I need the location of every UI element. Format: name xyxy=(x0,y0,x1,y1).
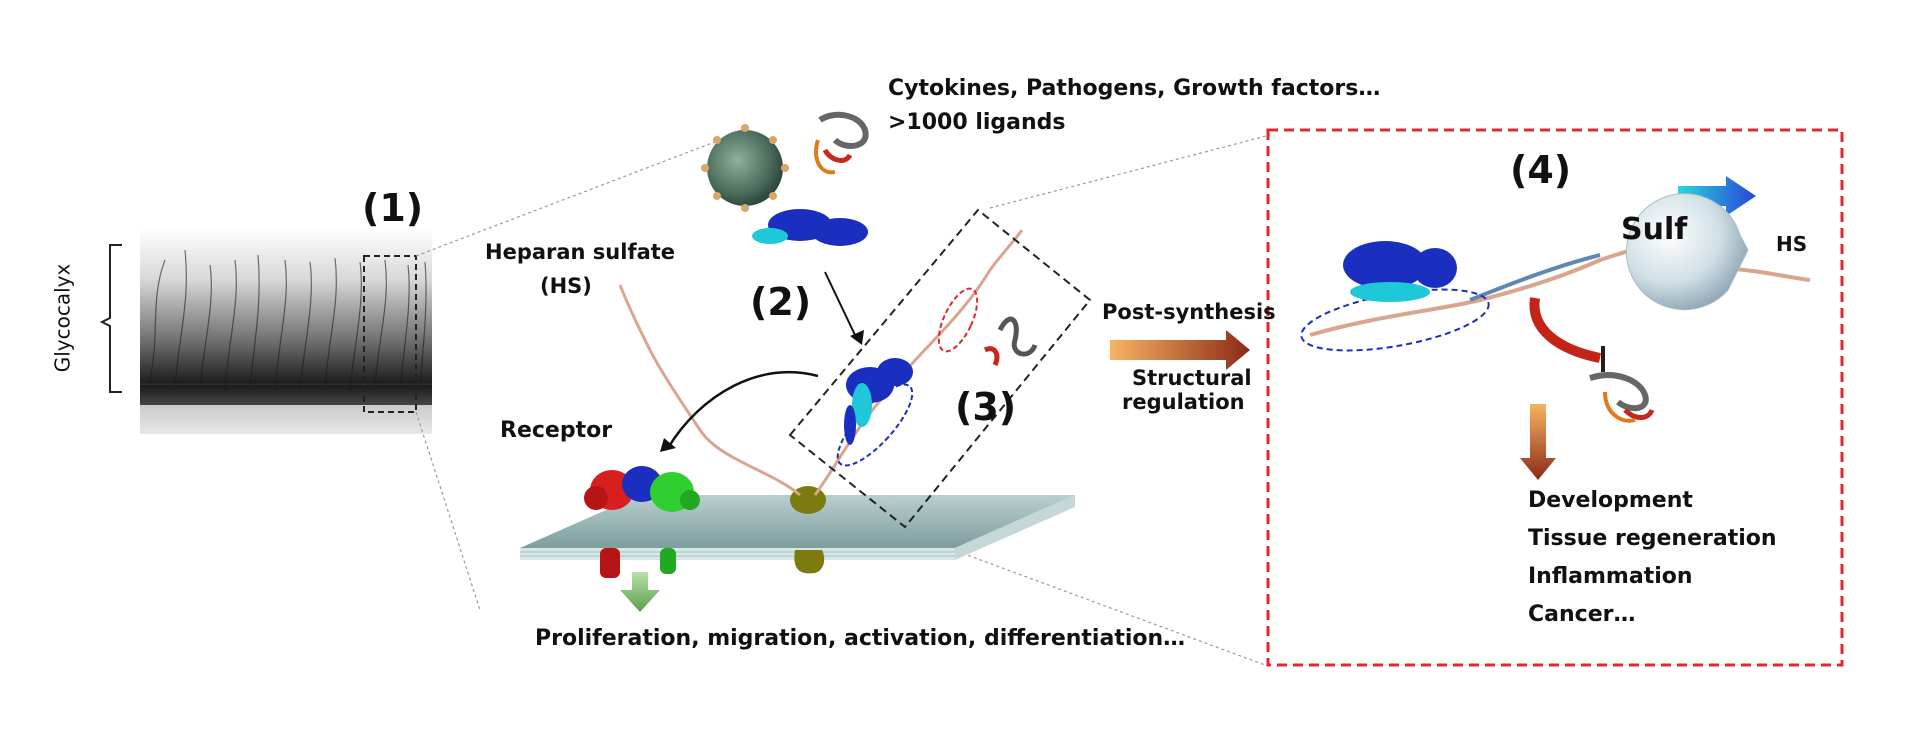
hs-chain-left xyxy=(618,284,801,497)
glycocalyx-label: Glycocalyx xyxy=(50,263,75,373)
receptor-complex xyxy=(584,466,700,578)
binding-site-red xyxy=(937,287,979,353)
panel3-number: (3) xyxy=(955,385,1017,429)
glycocalyx-label-wrapper: Glycocalyx xyxy=(50,230,100,410)
glycocalyx-brace xyxy=(99,244,122,393)
structural-label: Structural xyxy=(1132,366,1252,390)
cell-membrane xyxy=(520,495,1075,560)
binding-site-p4 xyxy=(1300,288,1490,352)
cytokine-ribbon-p3 xyxy=(983,316,1038,367)
outcome-item: Cancer… xyxy=(1528,602,1636,627)
ligand-text-line1: Cytokines, Pathogens, Growth factors… xyxy=(888,76,1381,101)
growth-factor-top xyxy=(752,209,868,246)
outcome-item: Inflammation xyxy=(1528,564,1693,589)
virus-ligand xyxy=(701,124,789,212)
growth-factor-p4 xyxy=(1343,241,1457,302)
hs-label-panel4: HS xyxy=(1776,232,1808,256)
sulf-label: Sulf xyxy=(1621,212,1688,247)
outcome-arrow xyxy=(1520,404,1556,480)
panel2-number: (2) xyxy=(750,280,812,324)
hs-label-line2: (HS) xyxy=(540,274,592,298)
outcome-item: Development xyxy=(1528,488,1693,513)
hs-chain-right xyxy=(813,229,1024,496)
signal-arrow xyxy=(660,370,819,452)
zoom-box-panel3 xyxy=(788,208,1092,529)
signaling-arrow xyxy=(620,572,660,612)
zoom-box-panel1 xyxy=(363,255,417,413)
sulf-enzyme xyxy=(1626,193,1749,311)
bottom-caption: Proliferation, migration, activation, di… xyxy=(535,626,1186,651)
cytokine-ribbon-top xyxy=(814,111,869,175)
receptor-label: Receptor xyxy=(500,418,613,443)
post-synthesis-label: Post-synthesis xyxy=(1102,300,1276,324)
outcome-item: Tissue regeneration xyxy=(1528,526,1777,551)
binding-arrow xyxy=(824,271,864,345)
growth-factor-bound xyxy=(844,358,913,445)
cytokine-released xyxy=(1589,372,1655,423)
ligand-text-line2: >1000 ligands xyxy=(888,110,1066,135)
glycocalyx-micrograph xyxy=(140,228,432,434)
panel1-number: (1) xyxy=(362,186,424,230)
regulation-label: regulation xyxy=(1122,390,1245,414)
cleavage-arrow xyxy=(1529,297,1605,372)
post-synthesis-arrow xyxy=(1110,330,1250,370)
zoom-box-panel4 xyxy=(1266,128,1844,667)
panel4-number: (4) xyxy=(1510,148,1572,192)
outcomes-list: Development Tissue regeneration Inflamma… xyxy=(1528,482,1777,634)
hs-label-line1: Heparan sulfate xyxy=(485,240,676,264)
